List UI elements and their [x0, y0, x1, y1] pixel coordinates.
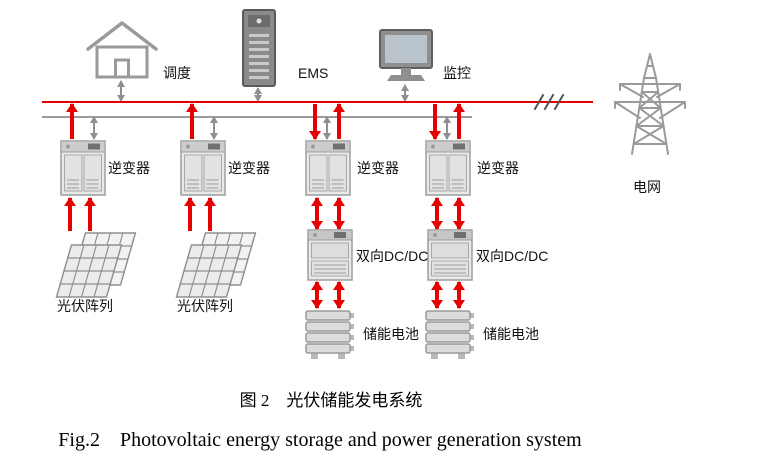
battery1-label: 储能电池 — [363, 326, 419, 342]
arrow-inverter4-charge — [429, 103, 441, 140]
arrow-dispatch-bus — [115, 80, 127, 102]
caption-zh: 图 2 光伏储能发电系统 — [239, 391, 423, 410]
inverter4-label: 逆变器 — [477, 160, 519, 176]
inverter2-icon — [180, 140, 226, 196]
arrow-monitor-bus — [399, 84, 411, 102]
inverter1-icon — [60, 140, 106, 196]
caption-en: Fig.2 Photovoltaic energy storage and po… — [58, 429, 582, 451]
grid-label: 电网 — [633, 179, 661, 195]
inverter3-icon — [305, 140, 351, 196]
arrow-pv2-dc-b — [204, 197, 216, 232]
house-icon — [86, 21, 158, 79]
arrow-inv4-dcdc2-b — [453, 197, 465, 230]
arrow-dcdc2-battery2-a — [431, 281, 443, 309]
dcdc2-label: 双向DC/DC — [476, 248, 549, 264]
arrow-ems-bus — [252, 87, 264, 102]
dispatch-label: 调度 — [163, 65, 191, 81]
arrow-inverter1-comm — [88, 116, 100, 140]
arrow-dcdc1-battery1-b — [333, 281, 345, 309]
inverter3-label: 逆变器 — [357, 160, 399, 176]
ems-label: EMS — [298, 65, 329, 81]
arrow-inverter2-power — [186, 103, 198, 140]
ems-server-icon — [242, 9, 276, 87]
arrow-dcdc1-battery1-a — [311, 281, 323, 309]
pv-array1-icon — [55, 232, 137, 298]
pv-array2-label: 光伏阵列 — [177, 298, 233, 314]
transmission-tower-icon — [614, 53, 686, 155]
arrow-inv3-dcdc1-b — [333, 197, 345, 230]
arrow-pv1-dc-b — [84, 197, 96, 232]
ac-bus-line — [42, 101, 593, 103]
monitor-icon — [379, 29, 433, 81]
arrow-dcdc2-battery2-b — [453, 281, 465, 309]
dcdc1-label: 双向DC/DC — [356, 248, 429, 264]
arrow-pv1-dc-a — [64, 197, 76, 232]
pv-array2-icon — [175, 232, 257, 298]
monitoring-label: 监控 — [443, 65, 471, 81]
battery2-icon — [425, 310, 475, 360]
dcdc2-icon — [427, 229, 473, 281]
battery1-icon — [305, 310, 355, 360]
arrow-inv3-dcdc1-a — [311, 197, 323, 230]
arrow-inverter3-charge — [309, 103, 321, 140]
arrow-inv4-dcdc2-a — [431, 197, 443, 230]
dcdc1-icon — [307, 229, 353, 281]
battery2-label: 储能电池 — [483, 326, 539, 342]
inverter1-label: 逆变器 — [108, 160, 150, 176]
arrow-inverter3-comm — [321, 116, 333, 140]
arrow-inverter3-discharge — [333, 103, 345, 140]
arrow-pv2-dc-a — [184, 197, 196, 232]
arrow-inverter2-comm — [208, 116, 220, 140]
arrow-inverter1-power — [66, 103, 78, 140]
inverter4-icon — [425, 140, 471, 196]
arrow-inverter4-discharge — [453, 103, 465, 140]
comm-bus-line — [42, 116, 472, 118]
arrow-inverter4-comm — [441, 116, 453, 140]
inverter2-label: 逆变器 — [228, 160, 270, 176]
pv-array1-label: 光伏阵列 — [57, 298, 113, 314]
